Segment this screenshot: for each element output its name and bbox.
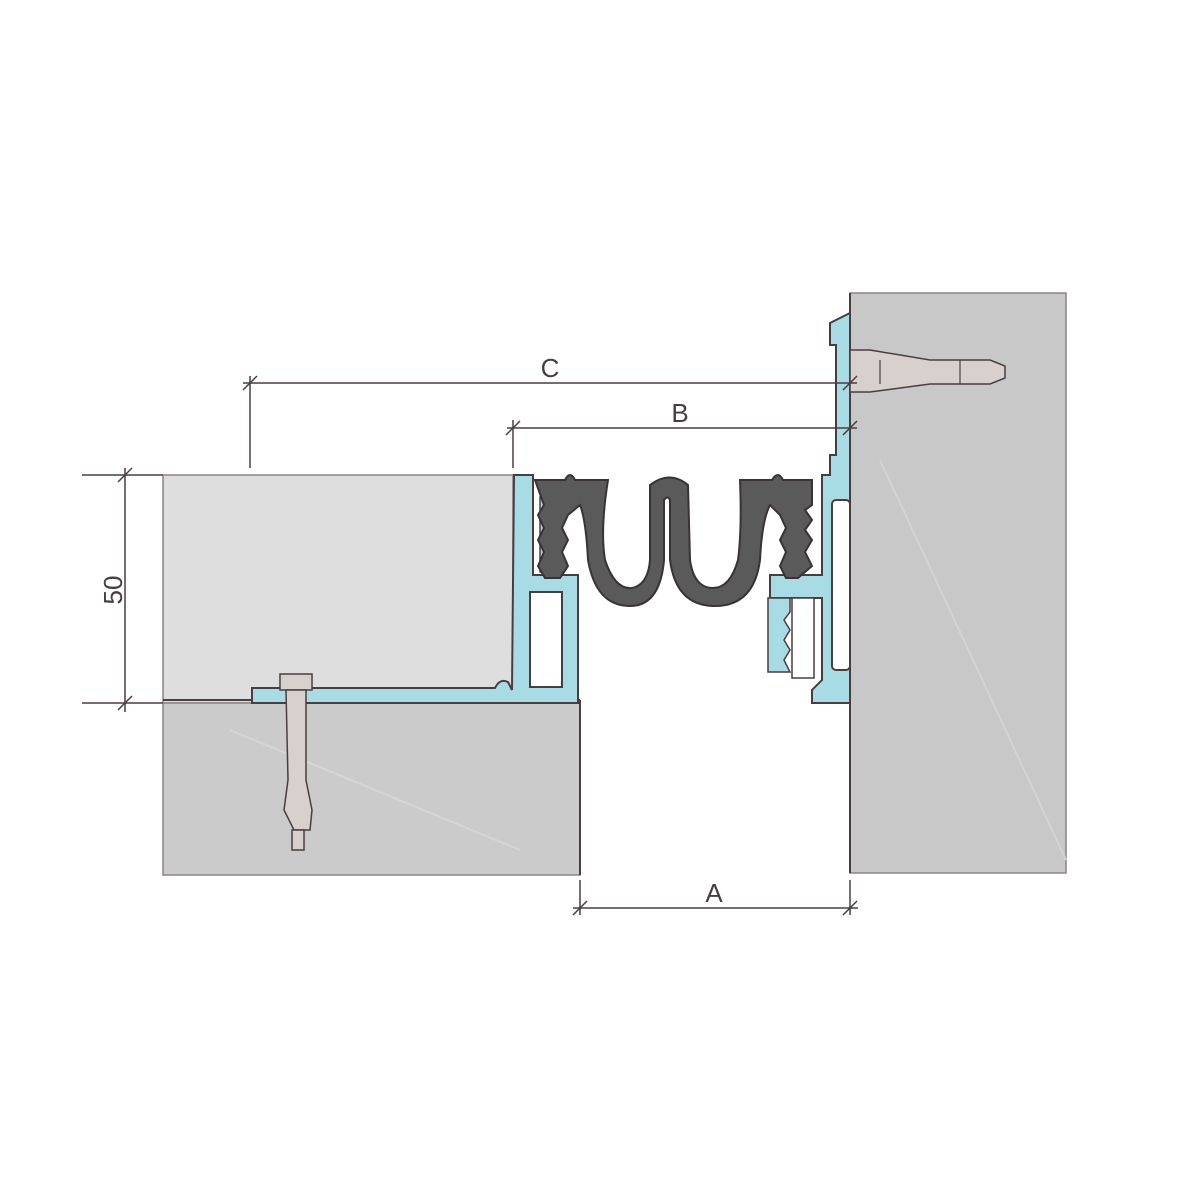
dimension-a [572, 880, 858, 916]
floor-anchor-bolt [279, 673, 313, 851]
floor-screed-layer [162, 474, 514, 704]
dimension-height [82, 467, 163, 712]
dimension-c-label: C [541, 353, 560, 383]
wall-anchor-bolt [849, 349, 1006, 393]
dimension-a-label: A [705, 878, 723, 908]
dimension-b [505, 420, 858, 468]
dimension-b-label: B [671, 398, 688, 428]
rubber-bellows-seal [533, 474, 814, 608]
right-aluminium-profile [767, 311, 851, 704]
height-dimension-label: 50 [98, 576, 128, 605]
dimension-c [242, 375, 858, 468]
